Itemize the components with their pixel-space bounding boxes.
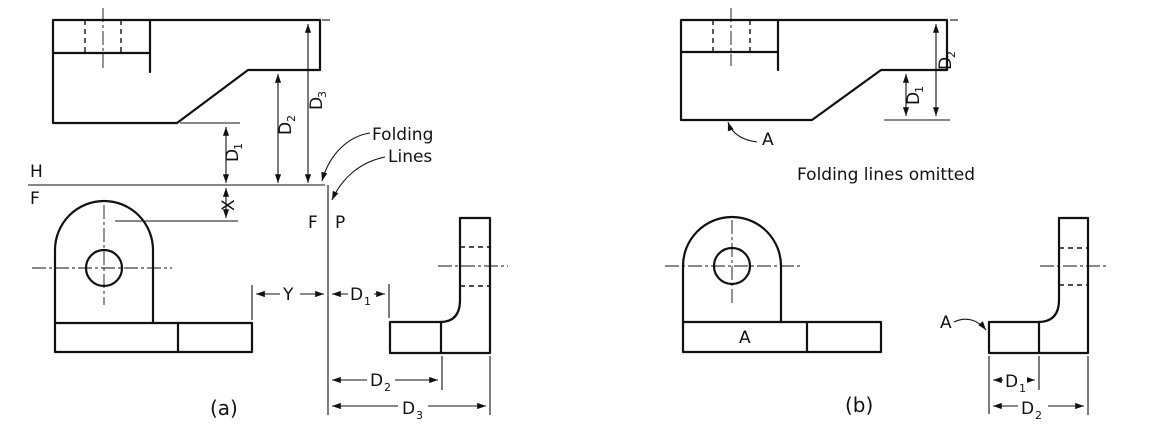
plane-label-p: P: [335, 213, 345, 233]
plane-label-f: F: [30, 189, 40, 209]
svg-text:1: 1: [913, 86, 926, 93]
caption-b: (b): [845, 393, 873, 417]
svg-text:2: 2: [945, 51, 958, 58]
folding-leader-1: [321, 132, 371, 182]
svg-text:D: D: [1021, 399, 1034, 419]
folding-lines-label: Folding: [372, 125, 433, 145]
svg-text:2: 2: [384, 381, 391, 394]
view-b: A D 1 D 2 Folding lines omitted A: [665, 8, 1106, 422]
plane-label-f2: F: [308, 213, 318, 233]
dimension-d1-side: D 1: [332, 284, 390, 318]
svg-text:2: 2: [1035, 409, 1042, 422]
surface-a-label-side: A: [940, 313, 952, 333]
svg-text:D: D: [402, 399, 415, 419]
dimension-d2-side: D 2: [332, 356, 443, 394]
dimension-d2-b-side: D 2: [993, 356, 1089, 422]
svg-text:3: 3: [416, 409, 423, 422]
front-view-a: [32, 199, 254, 354]
dimension-d3-side: D 3: [332, 356, 491, 422]
svg-text:D: D: [1005, 372, 1018, 392]
svg-text:D: D: [904, 92, 924, 105]
svg-text:D: D: [307, 97, 327, 110]
top-view-a: [51, 8, 322, 125]
surface-a-label-top: A: [762, 130, 774, 150]
dimension-x: X: [115, 188, 239, 222]
svg-text:1: 1: [1019, 382, 1026, 395]
dimension-d1-b: D 1: [884, 74, 950, 121]
svg-text:D: D: [350, 285, 363, 305]
view-a: H F F P Folding Lines D 3 D 2 D: [28, 8, 508, 422]
svg-text:D: D: [370, 371, 383, 391]
svg-text:1: 1: [364, 295, 371, 308]
top-view-b: A: [679, 8, 949, 150]
svg-text:D: D: [223, 149, 243, 162]
dimension-d1-b-side: D 1: [988, 356, 1040, 414]
svg-text:3: 3: [316, 91, 329, 98]
dimension-y: Y: [251, 284, 324, 320]
svg-text:1: 1: [232, 143, 245, 150]
dimension-d2-b-top: D 2: [932, 19, 958, 116]
svg-text:X: X: [219, 199, 239, 211]
dimension-d3-top: D 3: [304, 19, 330, 183]
plane-label-h: H: [30, 162, 43, 182]
svg-text:D: D: [936, 57, 956, 70]
side-view-b: A: [940, 216, 1106, 355]
svg-text:2: 2: [285, 115, 298, 122]
folding-lines-omitted-label: Folding lines omitted: [797, 165, 975, 185]
folding-lines-label-2: Lines: [388, 147, 432, 167]
folding-leader-2: [331, 156, 386, 201]
dimension-d2-top: D 2: [252, 69, 298, 183]
dimension-d1-top: D 1: [180, 122, 245, 183]
side-view-a: [388, 216, 508, 355]
svg-text:D: D: [276, 122, 296, 135]
caption-a: (a): [210, 396, 238, 420]
front-view-b: A: [665, 215, 883, 354]
surface-a-label-front: A: [739, 328, 751, 348]
svg-text:Y: Y: [282, 285, 294, 305]
